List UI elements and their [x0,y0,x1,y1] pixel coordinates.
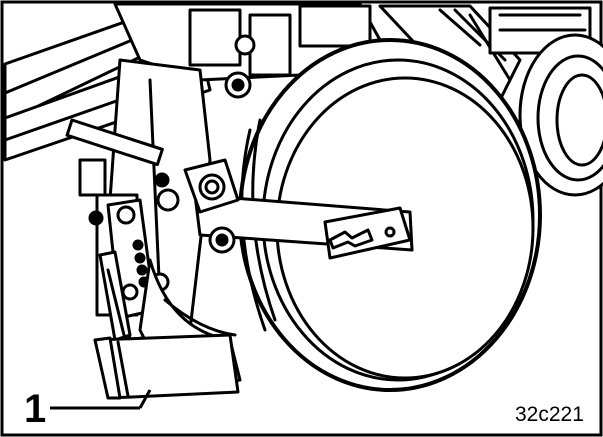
machine-drawing [3,2,603,400]
callout-number: 1 [24,387,46,431]
rear-wheel [518,33,603,197]
callout-leader-tick [138,389,152,409]
depth-arm [193,193,414,260]
figure-reference-code: 32c221 [515,403,584,426]
lever [98,250,132,342]
scraper-foot [93,333,240,400]
pivot-bracket [154,158,240,254]
